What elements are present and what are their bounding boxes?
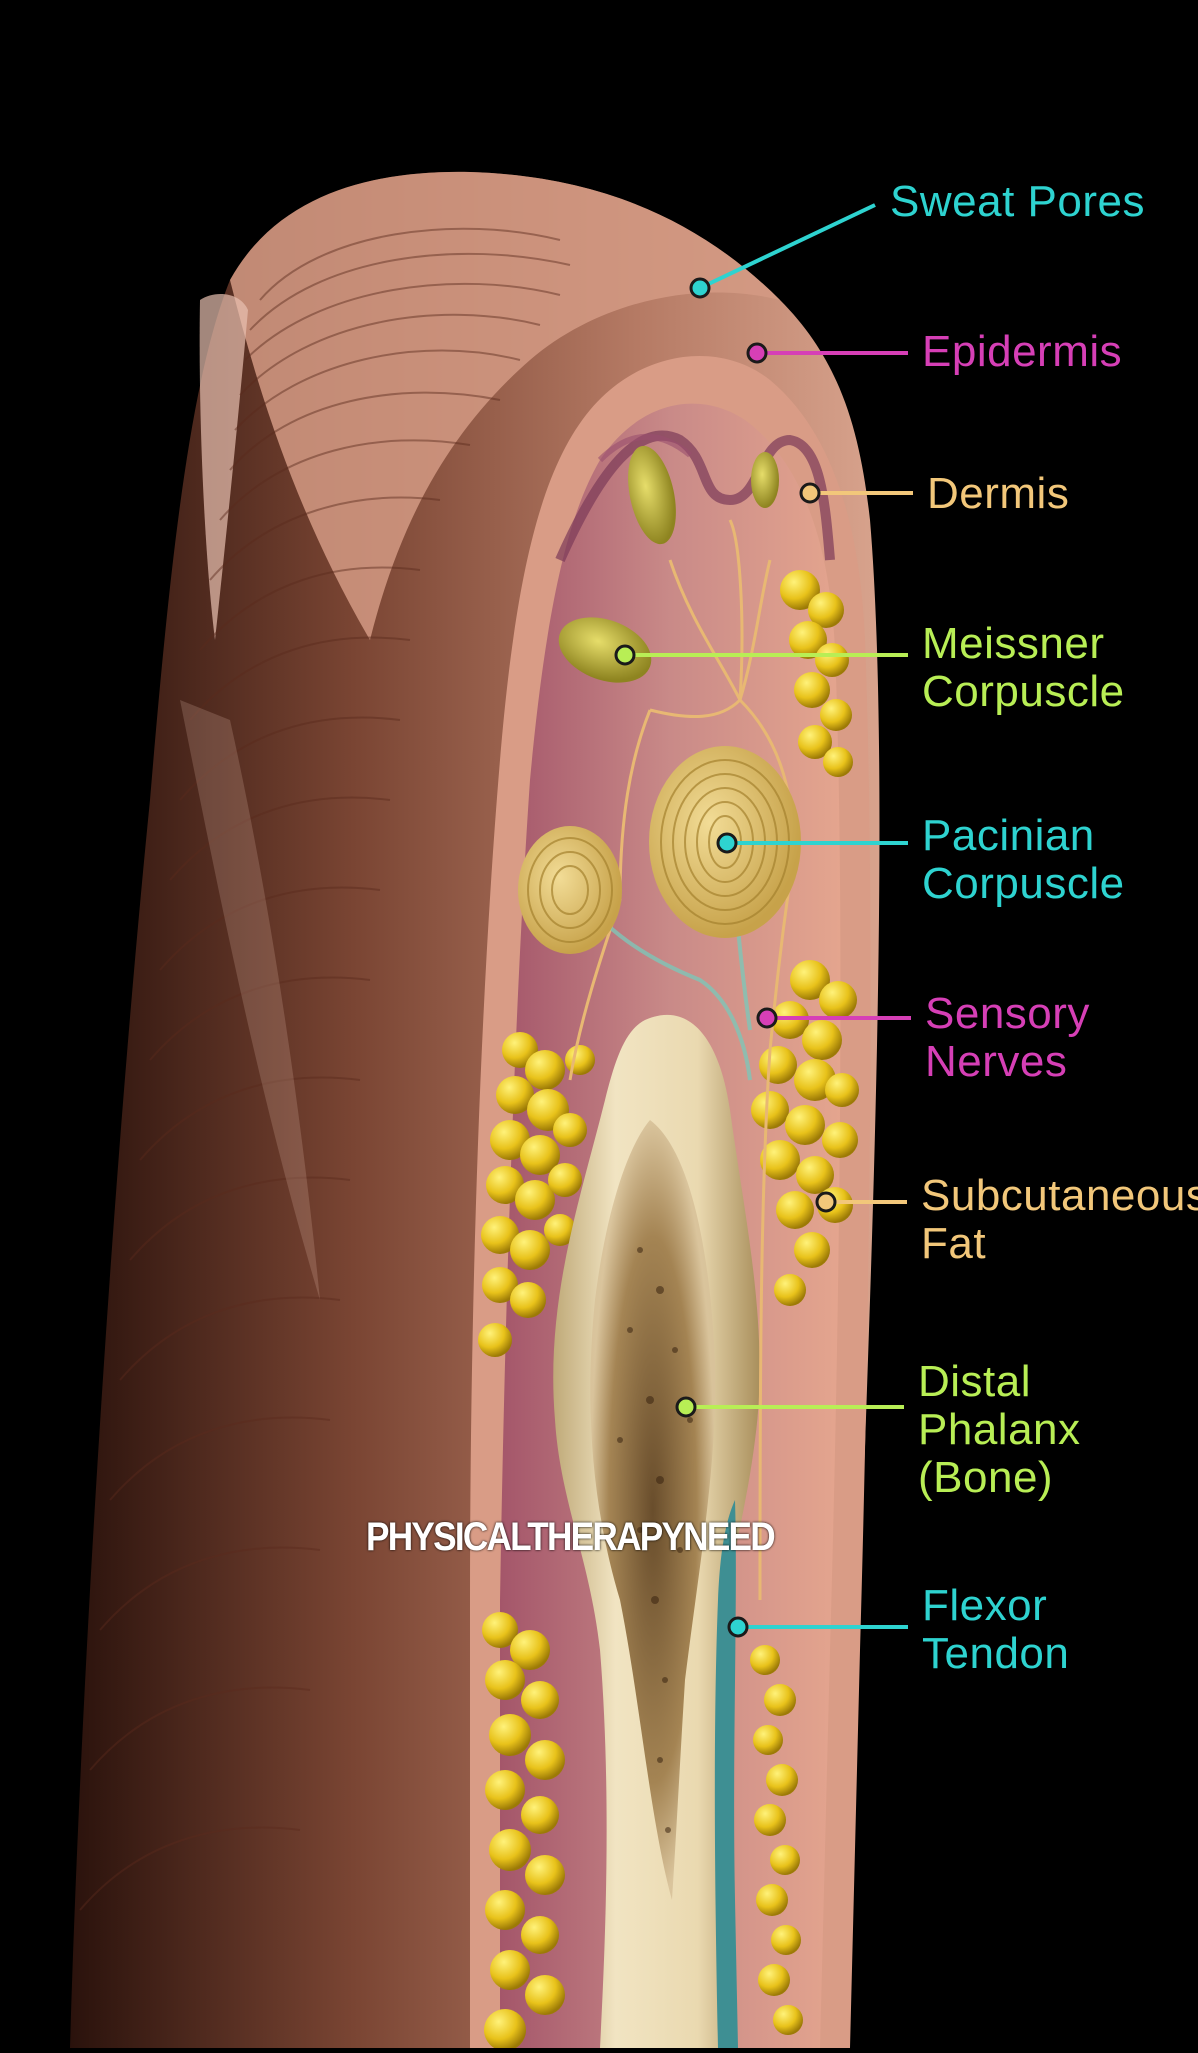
subcutaneous-fat-pointer-dot: [815, 1191, 837, 1213]
distal-phalanx-label-line: (Bone): [918, 1453, 1054, 1502]
distal-phalanx-label-line: Distal: [918, 1357, 1032, 1406]
sweat-pores-pointer-dot: [689, 277, 711, 299]
meissner-corpuscle-label-line: Meissner: [922, 619, 1105, 668]
label-leader-lines: [614, 203, 913, 1638]
fingerprint-ridges: [79, 227, 571, 1911]
pacinian-corpuscle-pointer-dot: [716, 832, 738, 854]
distal-phalanx-pointer-dot: [675, 1396, 697, 1418]
epidermis-label: Epidermis: [922, 328, 1122, 376]
sensory-nerves-label-line: Nerves: [925, 1037, 1068, 1086]
flexor-tendon: [714, 1500, 738, 2048]
bone-marrow: [590, 1120, 716, 1900]
subcutaneous-fat-label-line: Subcutaneous: [921, 1171, 1198, 1220]
sweat-pores-label: Sweat Pores: [890, 178, 1145, 226]
watermark: PHYSICALTHERAPYNEED: [366, 1515, 776, 1559]
sensory-nerves-label-line: Sensory: [925, 989, 1090, 1038]
subcutaneous-fat-label-line: Fat: [921, 1219, 987, 1268]
meissner-corpuscle-label-line: Corpuscle: [922, 667, 1125, 716]
flexor-tendon-label-line: Tendon: [922, 1629, 1070, 1678]
sweat-pores-label-line: Sweat Pores: [890, 177, 1145, 226]
meissner-corpuscles: [558, 445, 779, 683]
meissner-corpuscle-pointer-dot: [614, 644, 636, 666]
sensory-nerves-pointer-dot: [756, 1007, 778, 1029]
epidermis-pointer-dot: [746, 342, 768, 364]
pacinian-corpuscle-label-line: Corpuscle: [922, 859, 1125, 908]
flexor-tendon-pointer-dot: [727, 1616, 749, 1638]
sweat-pores-leader-line: [699, 203, 876, 290]
dermis-label-line: Dermis: [927, 469, 1070, 518]
dermis-pointer-dot: [799, 482, 821, 504]
dermis-label: Dermis: [927, 470, 1069, 518]
epidermis-label-line: Epidermis: [922, 327, 1123, 376]
subcutaneous-fat: [478, 570, 859, 2051]
distal-phalanx-label-line: Phalanx: [918, 1405, 1081, 1454]
flexor-tendon-label-line: Flexor: [922, 1581, 1048, 1630]
pacinian-corpuscle-label-line: Pacinian: [922, 811, 1095, 860]
sensory-nerve-fibers: [568, 519, 794, 1601]
